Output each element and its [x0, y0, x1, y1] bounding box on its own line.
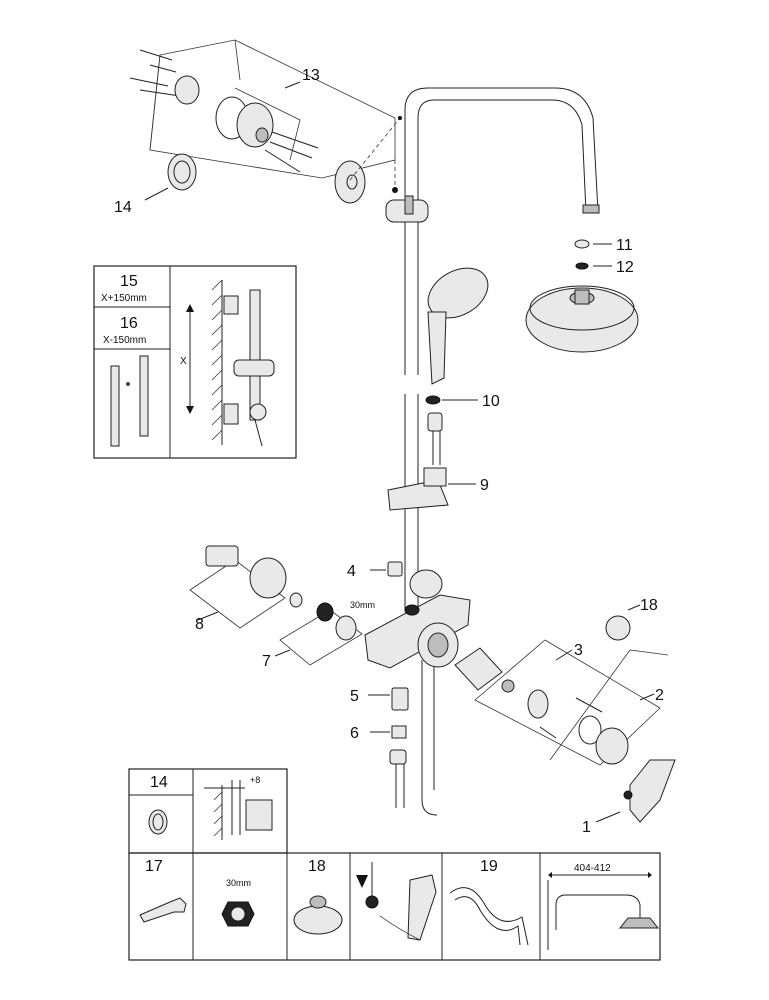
table-cell-19: 19 — [480, 858, 498, 875]
wall-bracket-assembly: 13 14 — [114, 39, 396, 216]
callout-10: 10 — [482, 393, 500, 410]
shower-riser: 11 12 10 9 — [349, 87, 639, 816]
callout-1: 1 — [582, 819, 591, 836]
callout-8: 8 — [195, 616, 204, 633]
callout-18: 18 — [640, 597, 658, 614]
bottom-table: 14 +8 17 30mm 18 — [128, 768, 661, 961]
callout-7: 7 — [262, 653, 271, 670]
dimension-plus-8: +8 — [250, 775, 260, 785]
rail-dimension-x: X — [180, 356, 187, 367]
rail-label-16: 16 — [120, 315, 138, 332]
callout-4: 4 — [347, 563, 356, 580]
table-cell-18: 18 — [308, 858, 326, 875]
callout-3: 3 — [574, 642, 583, 659]
dimension-404-412: 404-412 — [574, 863, 611, 874]
callout-14: 14 — [114, 199, 132, 216]
callout-5: 5 — [350, 688, 359, 705]
nut-size-annotation: 30mm — [350, 600, 375, 610]
rail-label-15-sub: X+150mm — [101, 293, 147, 304]
rail-label-15: 15 — [120, 273, 138, 290]
rail-inset: 15 X+150mm 16 X-150mm X — [93, 265, 297, 459]
table-cell-14: 14 — [150, 774, 168, 791]
mixer-assembly: 4 5 6 8 30mm 7 — [189, 545, 676, 836]
rail-label-16-sub: X-150mm — [103, 335, 146, 346]
callout-2: 2 — [655, 687, 664, 704]
table-cell-17: 17 — [145, 858, 163, 875]
callout-11: 11 — [616, 237, 633, 254]
callout-9: 9 — [480, 477, 489, 494]
table-nut-size: 30mm — [226, 878, 251, 888]
callout-6: 6 — [350, 725, 359, 742]
callout-12: 12 — [616, 259, 634, 276]
callout-13: 13 — [302, 67, 320, 84]
